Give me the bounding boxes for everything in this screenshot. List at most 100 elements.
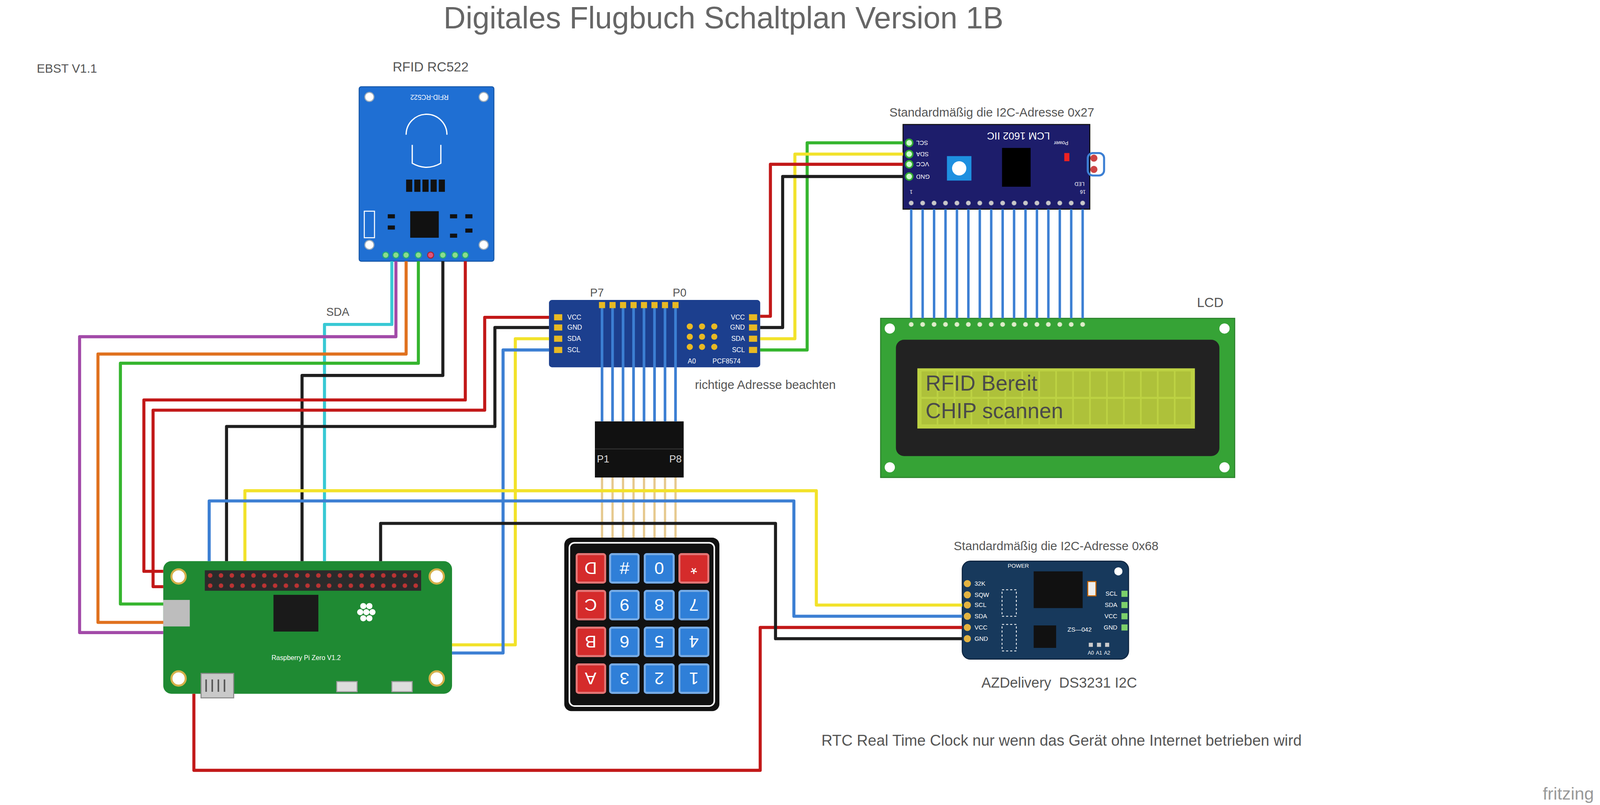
watermark: fritzing bbox=[1542, 784, 1594, 803]
page-title: Digitales Flugbuch Schaltplan Version 1B bbox=[443, 2, 1004, 34]
keypad-key: C bbox=[575, 589, 607, 621]
rfid-board-art bbox=[387, 214, 395, 219]
raspberry-pi-art bbox=[391, 681, 413, 692]
address-jumper bbox=[698, 323, 706, 330]
port-pin bbox=[662, 302, 669, 309]
address-note: richtige Adresse beachten bbox=[694, 378, 836, 391]
rfid-board-art bbox=[414, 179, 421, 192]
wire bbox=[760, 142, 904, 351]
lcd-art bbox=[880, 318, 1235, 478]
part-name: AZDelivery DS3231 I2C bbox=[981, 675, 1137, 690]
port-pin-trace bbox=[632, 306, 635, 368]
lcm-backpack-art bbox=[1090, 165, 1098, 173]
pin-label: VCC bbox=[731, 314, 745, 321]
raspberry-pi-art bbox=[429, 569, 444, 584]
pcf8574-board-art bbox=[749, 314, 758, 321]
raspberry-logo bbox=[363, 609, 370, 616]
keypad-key: D bbox=[575, 553, 607, 584]
lcm-backpack-art bbox=[1064, 152, 1070, 162]
port-pin bbox=[640, 302, 648, 309]
pin-label: GND bbox=[916, 173, 930, 180]
pin-number: 16 bbox=[1079, 189, 1086, 195]
rfid-board-art bbox=[392, 251, 399, 259]
port-pin bbox=[599, 302, 606, 309]
ds3231-art bbox=[1033, 571, 1083, 609]
rfid-board-art bbox=[406, 179, 413, 192]
pin-label: GND bbox=[974, 635, 989, 643]
part-name: LCD bbox=[1196, 296, 1224, 310]
board-print: LCM 1602 IIC bbox=[986, 130, 1050, 141]
keypad-key: 9 bbox=[609, 589, 640, 621]
pin-label: SCL bbox=[1105, 590, 1118, 597]
pin-header-art bbox=[594, 448, 684, 450]
pin-label: GND bbox=[1103, 624, 1118, 631]
rfid-board-art bbox=[412, 144, 441, 168]
board-print: Power bbox=[1053, 140, 1069, 146]
ds3231-art bbox=[1121, 624, 1128, 631]
ribbon-line bbox=[1001, 209, 1004, 319]
rfid-board-art bbox=[452, 251, 459, 259]
pin-header: P1 P8 bbox=[594, 421, 684, 478]
pin-label: P1 bbox=[596, 454, 610, 465]
rfid-board-art bbox=[364, 92, 374, 102]
port-label: P7 bbox=[589, 287, 604, 299]
key-label: 7 bbox=[688, 596, 699, 615]
keypad: D#0*C987B654A321 bbox=[564, 537, 720, 712]
keypad-art bbox=[564, 537, 720, 712]
lcm-backpack-art bbox=[903, 124, 1105, 210]
rfid-board-art bbox=[427, 251, 434, 259]
keypad-key: # bbox=[609, 553, 640, 584]
lcm-backpack-art bbox=[1090, 154, 1098, 162]
pcf8574-board-art bbox=[553, 346, 563, 354]
display-text: CHIP scannen bbox=[925, 400, 1064, 422]
pin-label: VCC bbox=[916, 161, 930, 168]
port-pin-trace bbox=[611, 306, 614, 368]
key-label: # bbox=[619, 559, 630, 578]
jumper-label: A0 bbox=[687, 358, 696, 365]
keypad-key: * bbox=[678, 553, 709, 584]
lcd-art bbox=[1219, 323, 1230, 334]
rfid-board-art bbox=[359, 86, 494, 262]
lcm-backpack-art bbox=[905, 139, 913, 147]
ds3231-art bbox=[963, 579, 971, 587]
raspberry-pi-art bbox=[205, 679, 225, 692]
pcf8574-board-art bbox=[553, 314, 563, 321]
pin-label: VCC bbox=[567, 314, 582, 321]
pin-label: SDA bbox=[916, 150, 929, 158]
key-label: D bbox=[584, 559, 597, 578]
rfid-module: RFID RC522RFID-RC522 bbox=[359, 86, 494, 262]
jumper-label: A2 bbox=[1104, 650, 1111, 656]
signal-name: SDA bbox=[326, 306, 350, 318]
rfid-board-art bbox=[403, 251, 410, 259]
ds3231-art bbox=[963, 591, 971, 599]
rtc-module: Standardmäßig die I2C-Adresse 0x68POWER3… bbox=[962, 561, 1129, 659]
ds3231-art bbox=[962, 561, 1129, 659]
wire bbox=[380, 523, 963, 639]
i2c-backpack: Standardmäßig die I2C-Adresse 0x27LCM 16… bbox=[903, 124, 1090, 210]
lcm-backpack-art bbox=[947, 156, 972, 181]
flat-cable-line bbox=[622, 477, 625, 538]
pcf8574-board-art bbox=[548, 299, 761, 368]
raspberry-logo bbox=[360, 602, 367, 610]
ribbon-line bbox=[1069, 209, 1073, 319]
port-pin-trace bbox=[663, 306, 667, 368]
key-label: 4 bbox=[688, 632, 699, 651]
pin-label: SDA bbox=[974, 613, 988, 620]
jumper-label: A1 bbox=[1095, 650, 1103, 656]
flat-cable-line bbox=[642, 477, 646, 538]
ribbon-line bbox=[642, 367, 646, 422]
raspberry-logo bbox=[366, 615, 373, 622]
raspberry-pi-art bbox=[171, 569, 186, 584]
lcm-backpack-art bbox=[952, 161, 967, 176]
lcm-backpack-art bbox=[903, 124, 1090, 210]
board-print: LED bbox=[1074, 180, 1085, 186]
pin-label: P8 bbox=[669, 454, 682, 465]
address-jumper bbox=[686, 343, 694, 351]
ds3231-art bbox=[1033, 625, 1057, 648]
ribbon-line bbox=[611, 367, 614, 422]
port-pin bbox=[630, 302, 637, 309]
ribbon-line bbox=[1081, 209, 1085, 319]
keypad-key: 2 bbox=[643, 663, 675, 694]
